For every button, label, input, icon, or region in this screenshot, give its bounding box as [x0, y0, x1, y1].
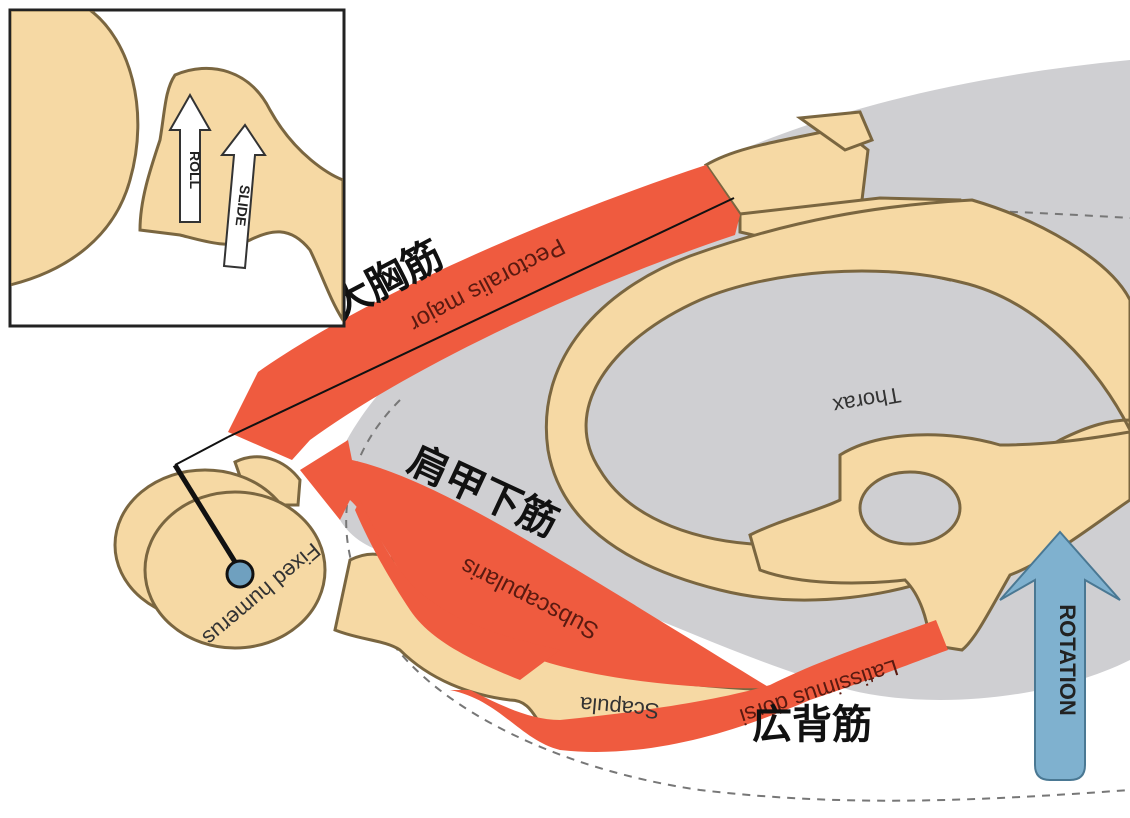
rotation-label: ROTATION [1055, 604, 1080, 716]
inset-roll-label: ROLL [187, 151, 203, 190]
humerus-axis-point [227, 561, 253, 587]
latissimus-dorsi-jp-label: 広背筋 [752, 702, 872, 748]
inset-panel: ROLL SLIDE [10, 10, 344, 326]
